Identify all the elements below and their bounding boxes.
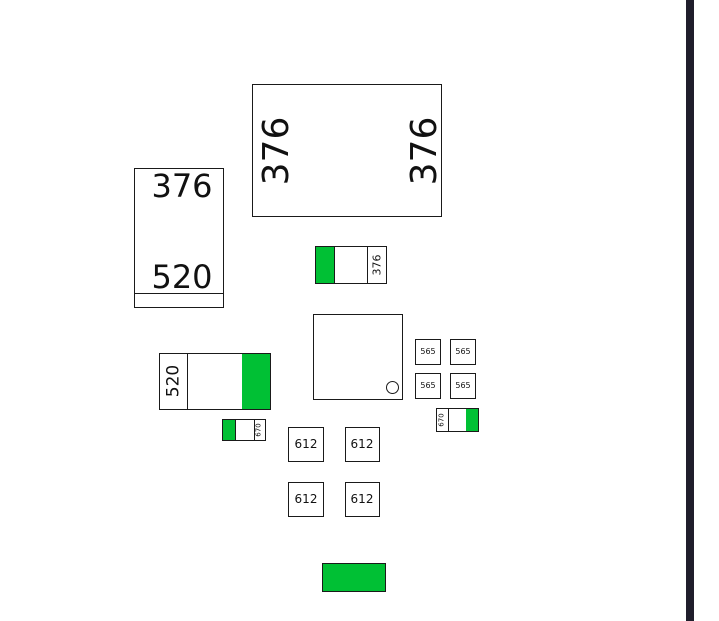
component-670-right-divider-1: [448, 409, 449, 431]
pad-565-1-label: 565: [420, 347, 436, 356]
component-670-left-label: 670: [254, 423, 263, 437]
right-edge-bar: [686, 0, 694, 621]
component-520-green-pad: [242, 354, 270, 409]
pad-612-2-label: 612: [350, 437, 374, 451]
pad-565-3-label: 565: [420, 381, 436, 390]
pad-565-2-label: 565: [455, 347, 471, 356]
pad-565-1[interactable]: 565: [415, 339, 441, 365]
component-376-large-right-label: 376: [404, 116, 445, 186]
pad-565-3[interactable]: 565: [415, 373, 441, 399]
component-670-left[interactable]: 670: [222, 419, 266, 441]
component-670-right-label: 670: [437, 413, 446, 427]
component-376-large-left-label: 376: [256, 116, 297, 186]
component-670-right[interactable]: 670: [436, 408, 479, 432]
pad-612-2[interactable]: 612: [345, 427, 380, 462]
pad-612-4[interactable]: 612: [345, 482, 380, 517]
component-tall-bottom-label: 520: [151, 258, 213, 296]
component-376-small-divider-1: [334, 247, 335, 283]
component-376-small-green-pad: [316, 247, 334, 283]
component-376-small-divider-2: [367, 247, 368, 283]
pad-612-3[interactable]: 612: [288, 482, 324, 517]
bottom-green-pad[interactable]: [322, 563, 386, 592]
component-670-left-divider-2: [254, 420, 255, 440]
pad-565-4-label: 565: [455, 381, 471, 390]
component-376-small-label: 376: [370, 254, 384, 276]
pin-one-marker: [386, 381, 399, 394]
pad-612-1-label: 612: [294, 437, 318, 451]
pad-565-4[interactable]: 565: [450, 373, 476, 399]
component-tall-divider: [135, 293, 223, 294]
component-520-divider-1: [187, 354, 188, 409]
component-376-small[interactable]: 376: [315, 246, 387, 284]
component-520-mid-label: 520: [163, 364, 184, 398]
ic-square-component[interactable]: [313, 314, 403, 400]
component-670-left-divider-1: [235, 420, 236, 440]
pad-612-1[interactable]: 612: [288, 427, 324, 462]
pad-612-3-label: 612: [294, 492, 318, 506]
component-520-mid[interactable]: 520: [159, 353, 271, 410]
component-670-left-green-pad: [223, 420, 235, 440]
component-376-large[interactable]: 376 376: [252, 84, 445, 217]
component-tall-top-label: 376: [151, 167, 213, 205]
pad-612-4-label: 612: [350, 492, 374, 506]
component-376-520-tall[interactable]: 376 520: [134, 168, 224, 308]
component-670-right-green-pad: [466, 409, 478, 431]
pad-565-2[interactable]: 565: [450, 339, 476, 365]
